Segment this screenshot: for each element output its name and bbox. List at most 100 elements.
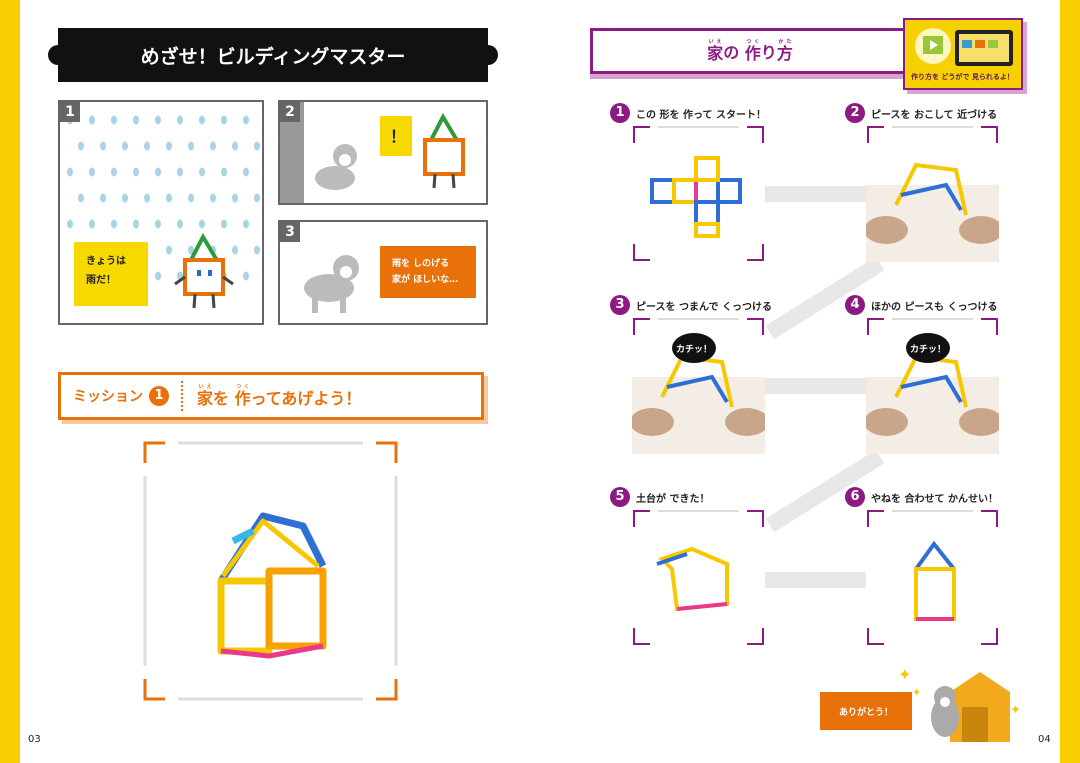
- raindrop: [111, 115, 117, 125]
- raindrop: [199, 219, 205, 229]
- speech-bubble: きょうは 雨だ！: [74, 242, 148, 306]
- step-text: ほかの ピースも くっつける: [871, 301, 998, 313]
- page-number: 03: [28, 734, 41, 745]
- raindrop: [254, 141, 260, 151]
- raindrop: [177, 115, 183, 125]
- raindrop: [221, 219, 227, 229]
- step-number: 1: [610, 103, 630, 123]
- raindrop: [199, 115, 205, 125]
- raindrop: [133, 115, 139, 125]
- house-photo: [143, 441, 398, 701]
- step-number: 2: [845, 103, 865, 123]
- raindrop: [122, 141, 128, 151]
- raindrop: [78, 193, 84, 203]
- raindrop: [155, 167, 161, 177]
- right-yellow-edge: [1060, 0, 1080, 763]
- raindrop: [100, 193, 106, 203]
- svg-text:✦: ✦: [1010, 703, 1021, 718]
- step-number: 4: [845, 295, 865, 315]
- left-yellow-edge: [0, 0, 20, 763]
- dog-illustration: [315, 144, 357, 190]
- raindrop: [188, 245, 194, 255]
- step-2-photo: [864, 125, 1003, 262]
- raindrop: [210, 193, 216, 203]
- mission-text: 家いえを 作つくってあげよう！: [197, 383, 362, 408]
- house-photo-frame: [143, 441, 398, 701]
- comic-panel-2: 2 ！: [278, 100, 488, 205]
- step-text: 土台が できた！: [636, 493, 710, 505]
- panel-number: 1: [60, 102, 80, 122]
- tablet-video-icon: [915, 28, 1013, 66]
- connector: [765, 572, 867, 588]
- mission-label-group: ミッション 1: [61, 381, 183, 411]
- raindrop: [221, 115, 227, 125]
- raindrop: [100, 141, 106, 151]
- svg-text:✦: ✦: [912, 686, 921, 699]
- raindrop: [155, 219, 161, 229]
- step-1-photo: [632, 125, 765, 262]
- mission-label: ミッション: [73, 389, 143, 405]
- raindrop: [166, 141, 172, 151]
- connector: [765, 186, 867, 202]
- raindrop: [243, 115, 249, 125]
- dog-illustration: [304, 255, 359, 313]
- raindrop: [166, 245, 172, 255]
- raindrop: [232, 141, 238, 151]
- comic-panel-1: 1 きょうは 雨だ！: [58, 100, 264, 325]
- raindrop: [133, 219, 139, 229]
- rain-illustration: [67, 115, 260, 281]
- raindrop: [232, 193, 238, 203]
- section-header: 家いえの 作つくり方かた: [590, 28, 910, 74]
- raindrop: [243, 219, 249, 229]
- step-number: 5: [610, 487, 630, 507]
- raindrop: [122, 193, 128, 203]
- bubble-line: 雨を しのげる: [392, 259, 450, 269]
- page-title: めざせ！ビルディングマスター: [48, 28, 498, 82]
- raindrop: [188, 141, 194, 151]
- page-number: 04: [1038, 734, 1051, 745]
- raindrop: [89, 115, 95, 125]
- raindrop: [144, 193, 150, 203]
- block-character: [423, 112, 465, 189]
- mission-number: 1: [149, 386, 169, 406]
- connector: [765, 378, 867, 394]
- raindrop: [133, 167, 139, 177]
- step-6-label: 6 やねを 合わせて かんせい！: [845, 487, 998, 507]
- bubble-line: きょうは: [86, 256, 126, 267]
- raindrop: [67, 219, 73, 229]
- raindrop: [199, 167, 205, 177]
- mission-banner: ミッション 1 家いえを 作つくってあげよう！: [58, 372, 484, 420]
- step-text: やねを 合わせて かんせい！: [871, 493, 998, 505]
- exclamation-bubble: ！: [380, 116, 412, 156]
- step-5-photo: [632, 509, 765, 646]
- click-sound-callout: カチッ！: [672, 333, 716, 363]
- raindrop: [111, 167, 117, 177]
- step-1-label: 1 この 形を 作って スタート！: [610, 103, 766, 123]
- bubble-line: 雨だ！: [86, 275, 116, 286]
- thanks-bubble: ありがとう！: [820, 692, 912, 730]
- video-note-text: 作り方を どうがで 見られるよ！: [911, 73, 1014, 81]
- bubble-line: 家が ほしいな…: [392, 275, 459, 286]
- step-text: この 形を 作って スタート！: [636, 109, 766, 121]
- raindrop: [89, 167, 95, 177]
- raindrop: [243, 167, 249, 177]
- raindrop: [177, 219, 183, 229]
- raindrop: [177, 167, 183, 177]
- raindrop: [67, 167, 73, 177]
- video-note-box[interactable]: 作り方を どうがで 見られるよ！: [903, 18, 1023, 90]
- block-character: [174, 232, 234, 309]
- panel-number: 3: [280, 222, 300, 242]
- raindrop: [188, 193, 194, 203]
- step-6-photo: [866, 509, 999, 646]
- raindrop: [144, 141, 150, 151]
- raindrop: [166, 193, 172, 203]
- click-sound-callout: カチッ！: [906, 333, 950, 363]
- step-4-label: 4 ほかの ピースも くっつける: [845, 295, 997, 315]
- raindrop: [155, 115, 161, 125]
- dog-in-doghouse-illustration: ✦✦✦: [898, 665, 1021, 742]
- step-number: 6: [845, 487, 865, 507]
- raindrop: [254, 245, 260, 255]
- raindrop: [254, 193, 260, 203]
- comic-panel-3: 3 雨を しのげる 家が ほしいな…: [278, 220, 488, 325]
